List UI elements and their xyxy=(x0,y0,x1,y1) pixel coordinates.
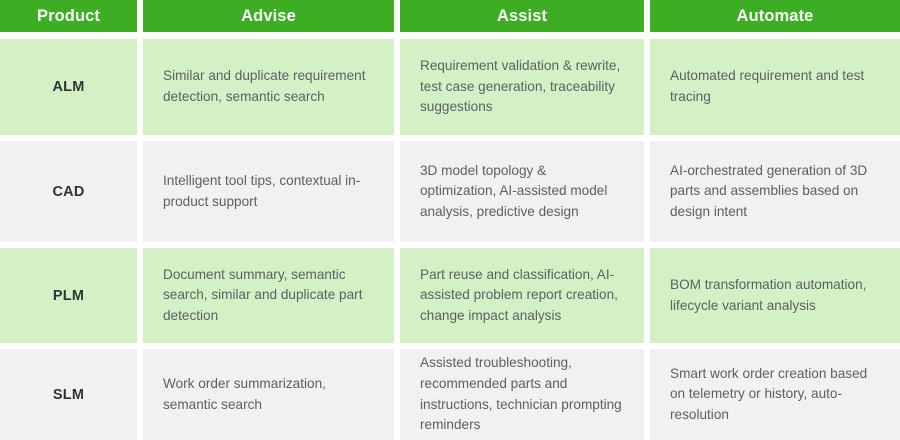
column-header-product: Product xyxy=(0,0,137,32)
column-gap-3 xyxy=(644,0,650,32)
row-gap-header xyxy=(143,32,394,39)
table-row-product-alm: ALM xyxy=(0,39,137,135)
row-gap-2 xyxy=(137,242,143,248)
row-gap-header xyxy=(650,32,900,39)
row-gap-3 xyxy=(0,343,137,349)
row-gap-1 xyxy=(137,135,143,141)
column-gap-3 xyxy=(644,248,650,343)
table-cell-cad-advise: Intelligent tool tips, contextual in-pro… xyxy=(143,141,394,242)
column-gap-3 xyxy=(644,141,650,242)
row-gap-2 xyxy=(143,242,394,248)
row-gap-1 xyxy=(400,135,644,141)
column-gap-2 xyxy=(394,141,400,242)
column-header-assist: Assist xyxy=(400,0,644,32)
row-gap-2 xyxy=(650,242,900,248)
table-cell-alm-automate: Automated requirement and test tracing xyxy=(650,39,900,135)
row-gap-3 xyxy=(137,343,143,349)
table-row-product-slm: SLM xyxy=(0,349,137,440)
row-gap-3 xyxy=(400,343,644,349)
cell-text: Part reuse and classification, AI-assist… xyxy=(420,266,618,323)
table-cell-alm-advise: Similar and duplicate requirement detect… xyxy=(143,39,394,135)
row-gap-1 xyxy=(394,135,400,141)
table-row-product-cad: CAD xyxy=(0,141,137,242)
row-gap-header xyxy=(644,32,650,39)
row-gap-2 xyxy=(400,242,644,248)
cell-text: Work order summarization, semantic searc… xyxy=(163,375,326,412)
column-gap-2 xyxy=(394,349,400,440)
column-gap-1 xyxy=(137,141,143,242)
row-gap-3 xyxy=(650,343,900,349)
cell-text: 3D model topology & optimization, AI-ass… xyxy=(420,162,608,219)
cell-text: Smart work order creation based on telem… xyxy=(670,365,868,422)
cell-text: Requirement validation & rewrite, test c… xyxy=(420,58,621,115)
column-gap-1 xyxy=(137,248,143,343)
column-gap-1 xyxy=(137,0,143,32)
table-cell-cad-automate: AI-orchestrated generation of 3D parts a… xyxy=(650,141,900,242)
row-gap-1 xyxy=(644,135,650,141)
table-cell-slm-automate: Smart work order creation based on telem… xyxy=(650,349,900,440)
table-cell-plm-assist: Part reuse and classification, AI-assist… xyxy=(400,248,644,343)
table-cell-cad-assist: 3D model topology & optimization, AI-ass… xyxy=(400,141,644,242)
cell-text: Intelligent tool tips, contextual in-pro… xyxy=(163,172,361,209)
column-gap-3 xyxy=(644,349,650,440)
row-gap-header xyxy=(394,32,400,39)
row-gap-header xyxy=(0,32,137,39)
row-gap-3 xyxy=(394,343,400,349)
column-header-advise: Advise xyxy=(143,0,394,32)
table-cell-slm-advise: Work order summarization, semantic searc… xyxy=(143,349,394,440)
column-gap-2 xyxy=(394,248,400,343)
cell-text: AI-orchestrated generation of 3D parts a… xyxy=(670,162,868,219)
table-row-product-plm: PLM xyxy=(0,248,137,343)
row-gap-header xyxy=(137,32,143,39)
row-gap-3 xyxy=(143,343,394,349)
row-gap-2 xyxy=(394,242,400,248)
cell-text: BOM transformation automation, lifecycle… xyxy=(670,276,867,313)
row-gap-3 xyxy=(644,343,650,349)
column-gap-3 xyxy=(644,39,650,135)
column-gap-2 xyxy=(394,39,400,135)
row-gap-2 xyxy=(644,242,650,248)
row-gap-header xyxy=(400,32,644,39)
column-gap-1 xyxy=(137,349,143,440)
cell-text: Document summary, semantic search, simil… xyxy=(163,266,363,323)
row-gap-1 xyxy=(143,135,394,141)
table-cell-slm-assist: Assisted troubleshooting, recommended pa… xyxy=(400,349,644,440)
column-gap-1 xyxy=(137,39,143,135)
cell-text: Assisted troubleshooting, recommended pa… xyxy=(420,355,622,433)
table-cell-alm-assist: Requirement validation & rewrite, test c… xyxy=(400,39,644,135)
row-gap-1 xyxy=(0,135,137,141)
column-gap-2 xyxy=(394,0,400,32)
cell-text: Automated requirement and test tracing xyxy=(670,68,865,104)
column-header-automate: Automate xyxy=(650,0,900,32)
table-cell-plm-automate: BOM transformation automation, lifecycle… xyxy=(650,248,900,343)
row-gap-2 xyxy=(0,242,137,248)
cell-text: Similar and duplicate requirement detect… xyxy=(163,68,366,104)
row-gap-1 xyxy=(650,135,900,141)
table-cell-plm-advise: Document summary, semantic search, simil… xyxy=(143,248,394,343)
